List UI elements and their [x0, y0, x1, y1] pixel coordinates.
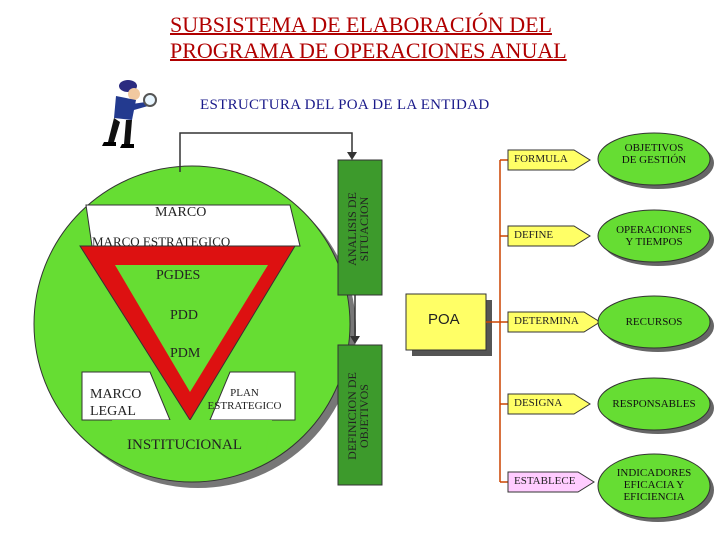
- page-title: SUBSISTEMA DE ELABORACIÓN DEL PROGRAMA D…: [170, 12, 640, 64]
- marco-legal-line-1: MARCO: [90, 387, 142, 402]
- definicion-bar: [337, 344, 383, 486]
- subtitle: ESTRUCTURA DEL POA DE LA ENTIDAD: [200, 97, 490, 113]
- result-responsables-line-1: RESPONSABLES: [612, 398, 696, 410]
- ellipse-recursos: [597, 295, 711, 349]
- institucional-band: [112, 420, 272, 455]
- ellipse-responsables: [597, 377, 711, 431]
- detective-magnifier-icon: [102, 80, 157, 148]
- arrow-box-establece: [507, 471, 595, 493]
- result-indicadores: INDICADORES EFICACIA Y EFICIENCIA: [604, 467, 704, 503]
- result-indicadores-line-3: EFICIENCIA: [623, 491, 685, 503]
- definicion-line-2: OBJETIVOS: [357, 384, 371, 449]
- analisis-line-2: SITUACION: [357, 196, 371, 262]
- marco-legal-line-2: LEGAL: [90, 404, 136, 419]
- result-operaciones-line-2: Y TIEMPOS: [625, 236, 683, 248]
- verb-formula: FORMULA: [514, 153, 568, 165]
- marco-legal-label: MARCO LEGAL: [90, 386, 141, 420]
- arrow-box-define: [507, 225, 591, 247]
- result-indicadores-line-2: EFICACIA Y: [623, 479, 685, 491]
- arrow-box-formula: [507, 149, 591, 171]
- ellipse-objetivos: [597, 132, 711, 186]
- result-indicadores-line-1: INDICADORES: [616, 467, 692, 479]
- arrow-box-determina: [507, 311, 601, 333]
- result-recursos: RECURSOS: [604, 316, 704, 328]
- bars-arrowhead: [350, 336, 360, 344]
- marco-box: [85, 204, 301, 247]
- marco-label: MARCO: [155, 205, 207, 220]
- verb-determina: DETERMINA: [514, 315, 579, 327]
- pdd-label: PDD: [170, 308, 199, 323]
- pdm-label: PDM: [170, 346, 201, 361]
- analisis-bar: [337, 159, 383, 296]
- poa-box: [405, 293, 487, 351]
- ellipse-indicadores: [597, 453, 711, 519]
- connector-arrowhead: [347, 152, 357, 160]
- result-operaciones: OPERACIONES Y TIEMPOS: [604, 224, 704, 248]
- result-objetivos-line-2: DE GESTIÓN: [621, 154, 687, 166]
- arrow-box-designa: [507, 393, 591, 415]
- result-operaciones-line-1: OPERACIONES: [616, 224, 692, 236]
- feedback-connector: [179, 132, 353, 172]
- result-recursos-line-1: RECURSOS: [625, 316, 683, 328]
- pgdes-label: PGDES: [156, 268, 201, 283]
- institucional-label: INSTITUCIONAL: [127, 437, 242, 453]
- plan-estrategico-line-2: ESTRATEGICO: [207, 400, 282, 412]
- result-responsables: RESPONSABLES: [604, 398, 704, 410]
- verb-establece: ESTABLECE: [514, 475, 576, 487]
- poa-label: POA: [428, 311, 460, 328]
- result-objetivos: OBJETIVOS DE GESTIÓN: [604, 142, 704, 166]
- title-line-2: PROGRAMA DE OPERACIONES ANUAL: [170, 38, 567, 63]
- marco-estrategico-label: MARCO ESTRATEGICO: [92, 234, 231, 249]
- plan-estrategico-box: [209, 371, 296, 421]
- verb-define: DEFINE: [514, 229, 554, 241]
- definicion-label: DEFINICION DE OBJETIVOS: [345, 348, 374, 484]
- result-objetivos-line-1: OBJETIVOS: [624, 142, 684, 154]
- ellipse-operaciones: [597, 209, 711, 263]
- verb-designa: DESIGNA: [514, 397, 563, 409]
- title-line-1: SUBSISTEMA DE ELABORACIÓN DEL: [170, 12, 552, 37]
- inner-triangle: [115, 265, 268, 392]
- analisis-label: ANALISIS DE SITUACION: [345, 169, 374, 289]
- plan-estrategico-line-1: PLAN: [230, 387, 259, 399]
- plan-estrategico-label: PLAN ESTRATEGICO: [197, 387, 292, 413]
